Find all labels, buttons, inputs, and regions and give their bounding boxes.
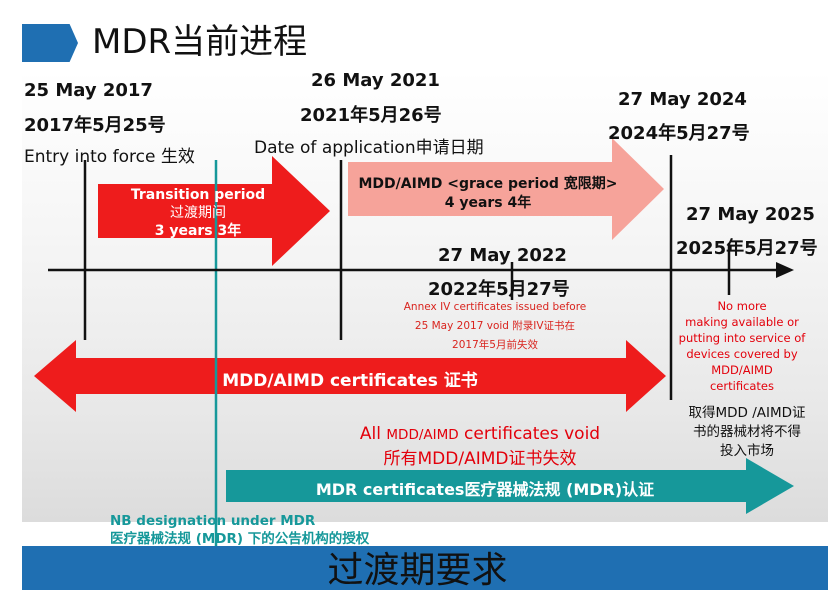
no-more-note: No more making available or putting into… — [676, 298, 808, 394]
date-2022-en: 27 May 2022 — [438, 245, 567, 266]
no-more-line2: making available or — [685, 315, 799, 329]
grace-line2: 4 years 4年 — [444, 195, 532, 211]
date-2022-cn: 2022年5月27号 — [428, 279, 570, 300]
date-2021-cn: 2021年5月26号 — [300, 105, 442, 126]
cn-note-line1: 取得MDD /AIMD证 — [688, 405, 806, 421]
void-line2: 所有MDD/AIMD证书失效 — [383, 449, 577, 469]
footer-title: 过渡期要求 — [327, 550, 508, 591]
cn-note-line2: 书的器械材将不得 — [693, 424, 801, 440]
nb-line1: NB designation under MDR — [110, 513, 316, 529]
date-2021-en: 26 May 2021 — [311, 70, 440, 91]
annex-line2: 25 May 2017 void 附录IV证书在 — [414, 320, 576, 332]
no-more-line4: devices covered by — [686, 347, 798, 361]
cn-note: 取得MDD /AIMD证 书的器械材将不得 投入市场 — [676, 404, 818, 461]
void-line1: All MDD/AIMD certificates void — [300, 422, 660, 447]
mdr-certificates-arrow — [226, 458, 794, 514]
grace-period-arrow — [348, 138, 664, 240]
date-2017-desc: Entry into force 生效 — [24, 147, 195, 167]
transition-line3: 3 years 3年 — [154, 223, 242, 239]
transition-line2: 过渡期间 — [170, 205, 226, 221]
annex-iv-note: Annex IV certificates issued before 25 M… — [380, 298, 610, 355]
annex-line3: 2017年5月前失效 — [452, 339, 538, 351]
date-2017-cn: 2017年5月25号 — [24, 115, 166, 136]
date-2017-en: 25 May 2017 — [24, 80, 153, 101]
date-2024-cn: 2024年5月27号 — [608, 123, 750, 144]
date-2025-cn: 2025年5月27号 — [676, 238, 818, 259]
title-marker — [22, 24, 78, 62]
cn-note-line3: 投入市场 — [720, 443, 774, 459]
no-more-line6: certificates — [709, 379, 775, 393]
date-2021-desc: Date of application申请日期 — [254, 138, 484, 158]
annex-line1: Annex IV certificates issued before — [403, 301, 587, 313]
nb-designation-note: NB designation under MDR 医疗器械法规 (MDR) 下的… — [110, 512, 369, 548]
date-2024-en: 27 May 2024 — [618, 89, 747, 110]
nb-line2: 医疗器械法规 (MDR) 下的公告机构的授权 — [110, 531, 370, 547]
grace-line1: MDD/AIMD <grace period 宽限期> — [358, 176, 618, 192]
page-title: MDR当前进程 — [92, 22, 308, 62]
certificates-void-note: All MDD/AIMD certificates void 所有MDD/AIM… — [300, 422, 660, 471]
transition-period-arrow — [98, 156, 330, 266]
void-mid: MDD/AIMD — [386, 427, 459, 443]
mdd-certificates-label: MDD/AIMD certificates 证书 — [222, 371, 478, 391]
diagram-panel — [22, 70, 828, 522]
date-2025-en: 27 May 2025 — [686, 204, 815, 225]
footer-bar — [22, 546, 828, 590]
void-suffix: certificates void — [458, 424, 601, 444]
transition-period-label: Transition period 过渡期间 3 years 3年 — [98, 186, 298, 240]
timeline-arrowhead — [776, 262, 794, 278]
mdr-certificates-label: MDR certificates医疗器械法规 (MDR)认证 — [315, 480, 655, 499]
no-more-line1: No more — [717, 299, 767, 313]
void-prefix: All — [359, 424, 387, 444]
grace-period-label: MDD/AIMD <grace period 宽限期> 4 years 4年 — [348, 175, 628, 213]
no-more-line3: putting into service of — [678, 331, 806, 345]
transition-line1: Transition period — [130, 187, 266, 203]
no-more-line5: MDD/AIMD — [711, 363, 773, 377]
mdd-certificates-arrow — [34, 340, 666, 412]
